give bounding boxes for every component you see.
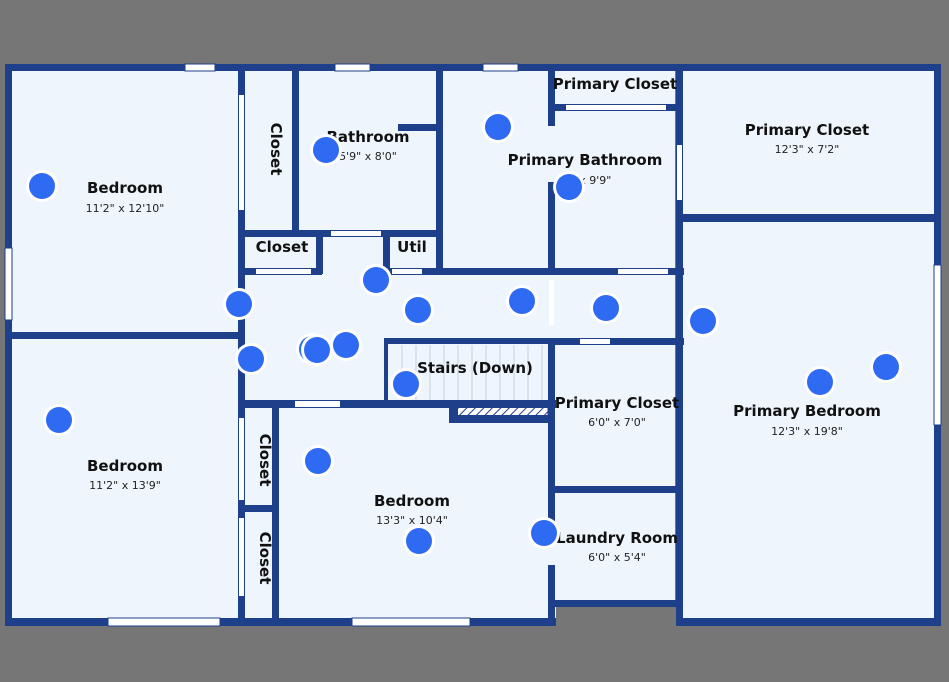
room-dims-primary-closet-ne: 12'3" x 7'2" [775, 143, 840, 156]
door-openings [239, 95, 682, 596]
room-dims-bedroom-nw: 11'2" x 12'10" [86, 202, 165, 215]
stairs-railing [386, 338, 550, 344]
camera-position-icon[interactable] [360, 264, 392, 296]
stairs-hatch [455, 406, 549, 417]
room-name-bedroom-s: Bedroom [374, 492, 450, 510]
camera-position-icon[interactable] [223, 288, 255, 320]
room-name-primary-closet-mid: Primary Closet [555, 394, 679, 412]
room-name-primary-closet-small: Primary Closet [553, 75, 677, 93]
camera-position-icon[interactable] [403, 525, 435, 557]
room-name-stairs: Stairs (Down) [417, 359, 533, 377]
camera-position-icon[interactable] [870, 351, 902, 383]
camera-position-icon[interactable] [528, 517, 560, 549]
camera-position-icon[interactable] [482, 111, 514, 143]
camera-markers [26, 111, 902, 557]
exterior-notch [556, 606, 680, 626]
room-dims-laundry: 6'0" x 5'4" [588, 551, 646, 564]
camera-position-icon[interactable] [390, 368, 422, 400]
camera-position-icon[interactable] [506, 285, 538, 317]
room-name-laundry: Laundry Room [556, 529, 678, 547]
room-labels: Bedroom 11'2" x 12'10" Bedroom 11'2" x 1… [86, 75, 881, 584]
room-dims-bedroom-sw: 11'2" x 13'9" [89, 479, 161, 492]
windows [4, 63, 942, 627]
room-name-util: Util [397, 238, 427, 256]
camera-position-icon[interactable] [687, 305, 719, 337]
room-name-closet-vert-mid: Closet [256, 434, 274, 487]
camera-position-icon[interactable] [43, 404, 75, 436]
camera-position-icon[interactable] [310, 134, 342, 166]
room-dims-bathroom: 5'9" x 8'0" [339, 150, 397, 163]
camera-position-icon[interactable] [26, 170, 58, 202]
stairs-treads [401, 345, 543, 400]
room-dims-primary-bedroom: 12'3" x 19'8" [771, 425, 843, 438]
room-name-primary-bathroom: Primary Bathroom [508, 151, 663, 169]
room-name-closet-vert-low: Closet [256, 532, 274, 585]
room-name-primary-bedroom: Primary Bedroom [733, 402, 881, 420]
stairs-left-rail [384, 338, 388, 404]
camera-position-icon[interactable] [553, 171, 585, 203]
camera-position-icon[interactable] [804, 366, 836, 398]
room-name-primary-closet-ne: Primary Closet [745, 121, 869, 139]
camera-position-icon[interactable] [301, 334, 333, 366]
room-dims-primary-closet-mid: 6'0" x 7'0" [588, 416, 646, 429]
room-name-bedroom-sw: Bedroom [87, 457, 163, 475]
room-name-closet-vert-top: Closet [267, 123, 285, 176]
room-name-bathroom: Bathroom [326, 128, 409, 146]
camera-position-icon[interactable] [590, 292, 622, 324]
room-dims-bedroom-s: 13'3" x 10'4" [376, 514, 448, 527]
camera-position-icon[interactable] [402, 294, 434, 326]
camera-position-icon[interactable] [302, 445, 334, 477]
walls [5, 64, 941, 626]
camera-position-icon[interactable] [330, 329, 362, 361]
room-name-bedroom-nw: Bedroom [87, 179, 163, 197]
camera-position-icon[interactable] [235, 343, 267, 375]
room-name-closet-hall: Closet [256, 238, 309, 256]
